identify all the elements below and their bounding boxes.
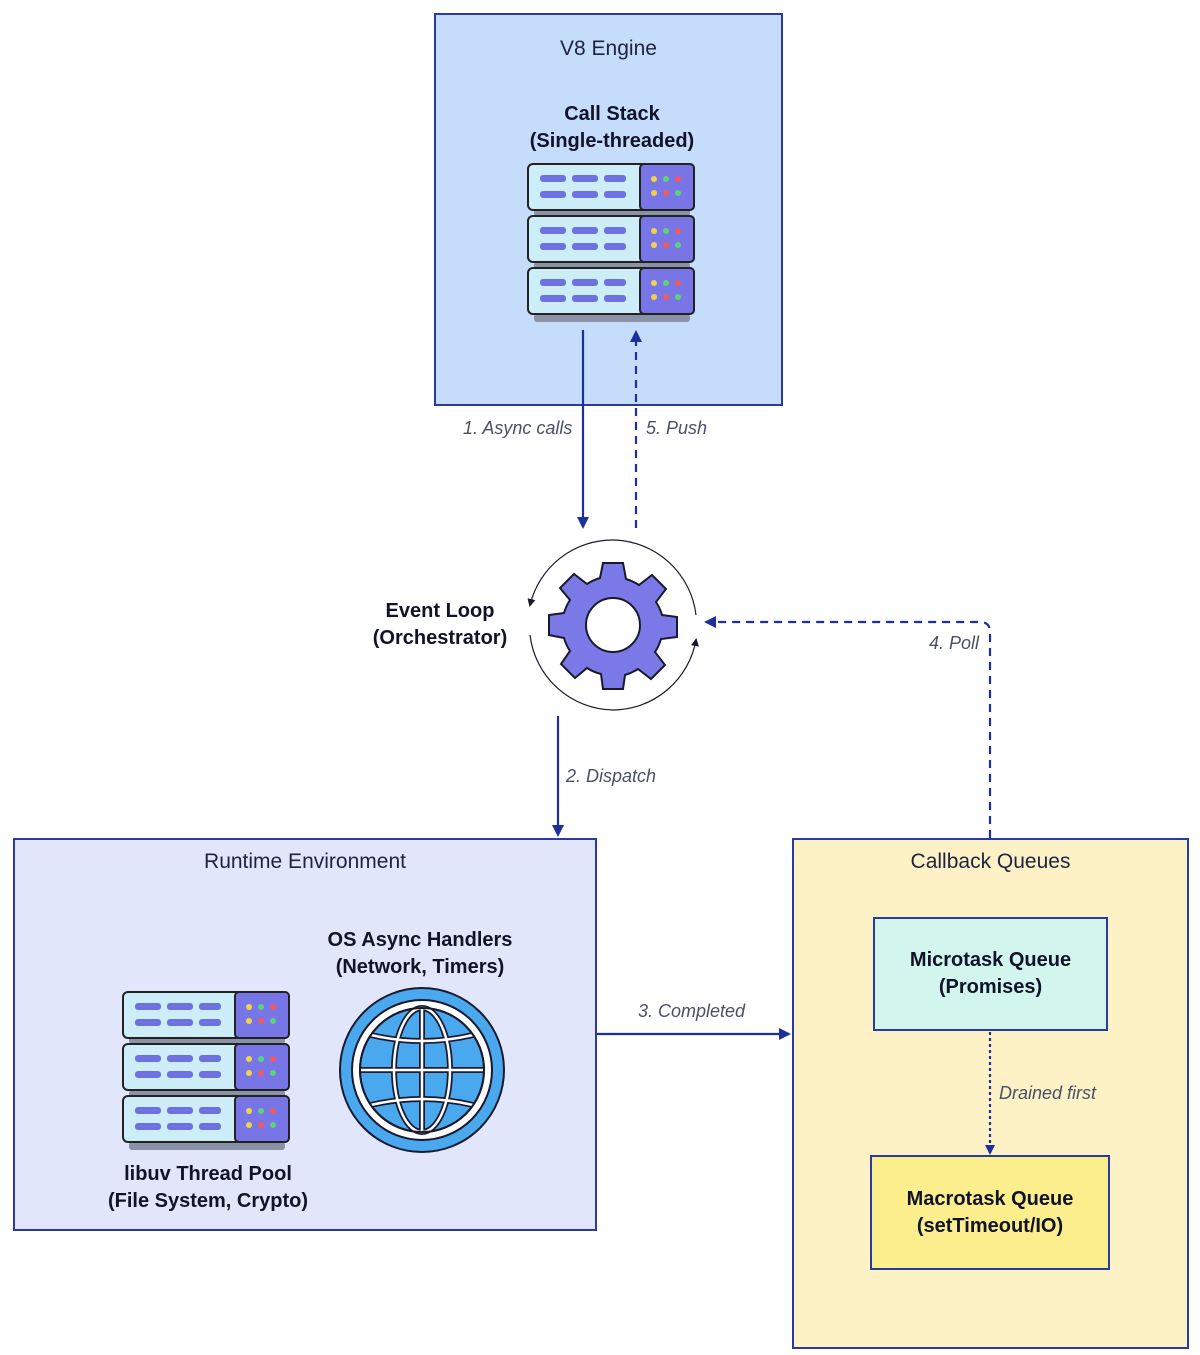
call-stack-label: Call Stack (Single-threaded) bbox=[462, 101, 762, 155]
call-stack-subtitle: (Single-threaded) bbox=[529, 130, 695, 152]
event-loop-label: Event Loop (Orchestrator) bbox=[340, 598, 540, 652]
edge-label-push: 5. Push bbox=[646, 418, 708, 438]
edge-label-drained-first: Drained first bbox=[999, 1083, 1097, 1103]
thread-pool-title: libuv Thread Pool bbox=[124, 1163, 292, 1185]
event-loop-subtitle: (Orchestrator) bbox=[372, 627, 508, 649]
macrotask-queue-subtitle: (setTimeout/IO) bbox=[916, 1214, 1064, 1237]
microtask-queue-title: Microtask Queue bbox=[909, 949, 1072, 971]
globe-icon bbox=[339, 987, 505, 1153]
v8-engine-title: V8 Engine bbox=[560, 37, 657, 60]
gear-icon bbox=[527, 539, 699, 711]
edge-label-completed: 3. Completed bbox=[638, 1001, 746, 1021]
edge-label-poll: 4. Poll bbox=[929, 633, 980, 653]
server-icon bbox=[527, 163, 695, 322]
os-async-handlers-subtitle: (Network, Timers) bbox=[335, 956, 505, 978]
runtime-environment-title: Runtime Environment bbox=[204, 850, 406, 873]
edge-label-async-calls: 1. Async calls bbox=[463, 418, 573, 438]
macrotask-queue-box: Macrotask Queue (setTimeout/IO) bbox=[870, 1155, 1110, 1270]
callback-queues-title: Callback Queues bbox=[910, 850, 1071, 873]
microtask-queue-subtitle: (Promises) bbox=[938, 976, 1043, 998]
server-icon bbox=[122, 991, 290, 1150]
runtime-environment-group: Runtime Environment bbox=[13, 838, 597, 1231]
macrotask-queue-title: Macrotask Queue bbox=[906, 1187, 1074, 1210]
thread-pool-subtitle: (File System, Crypto) bbox=[107, 1190, 309, 1212]
edge-label-dispatch: 2. Dispatch bbox=[566, 766, 657, 786]
thread-pool-label: libuv Thread Pool (File System, Crypto) bbox=[78, 1161, 338, 1215]
call-stack-title: Call Stack bbox=[564, 103, 660, 125]
os-async-handlers-label: OS Async Handlers (Network, Timers) bbox=[295, 927, 545, 981]
event-loop-title: Event Loop bbox=[385, 600, 495, 622]
edge-poll bbox=[704, 616, 992, 838]
os-async-handlers-title: OS Async Handlers bbox=[327, 929, 513, 951]
microtask-queue-box: Microtask Queue (Promises) bbox=[873, 917, 1108, 1031]
